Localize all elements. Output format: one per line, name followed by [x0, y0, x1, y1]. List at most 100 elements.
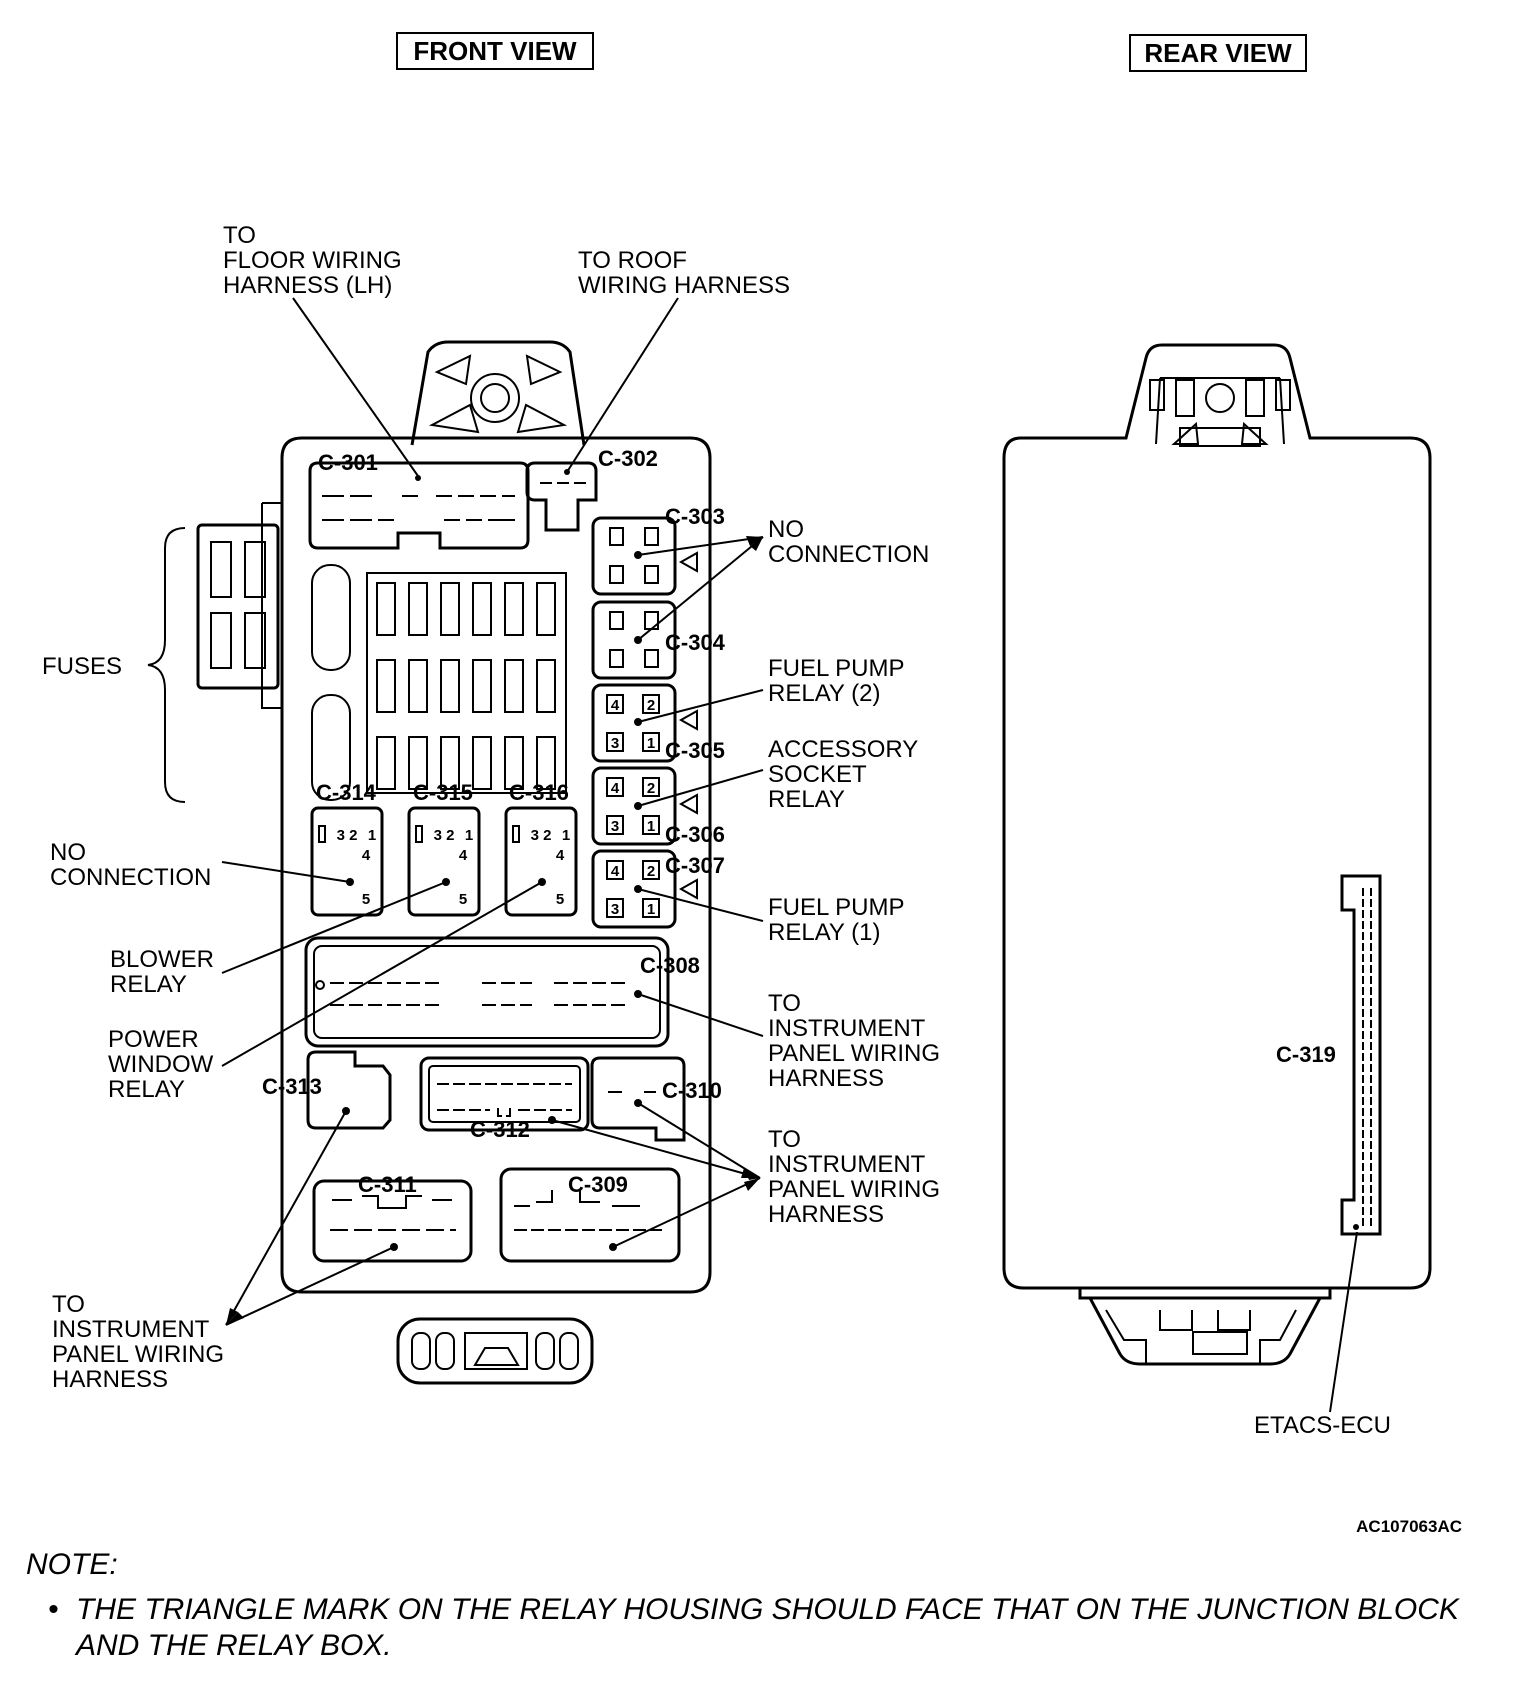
svg-text:SOCKET: SOCKET [768, 761, 867, 788]
figure-id: AC107063AC [1356, 1517, 1462, 1536]
svg-text:1: 1 [465, 827, 473, 844]
note-heading: NOTE: [26, 1548, 118, 1581]
svg-text:TO: TO [52, 1291, 85, 1318]
callout-fuel-pump-relay-1: FUEL PUMP RELAY (1) [637, 888, 904, 946]
svg-text:5: 5 [362, 891, 370, 908]
svg-text:NO: NO [768, 516, 804, 543]
svg-text:HARNESS: HARNESS [768, 1201, 884, 1228]
callout-roof-harness: TO ROOF WIRING HARNESS [566, 247, 790, 473]
svg-text:FUEL PUMP: FUEL PUMP [768, 655, 904, 682]
callout-ip-harness-upper: TO INSTRUMENT PANEL WIRING HARNESS [637, 990, 940, 1092]
c315-label: C-315 [413, 780, 473, 805]
connector-c308: C-308 [304, 936, 700, 1048]
callout-no-connection-right: NO CONNECTION [637, 516, 929, 641]
connector-c319: C-319 [1276, 874, 1382, 1236]
fuse-block [147, 502, 567, 803]
note-body: • THE TRIANGLE MARK ON THE RELAY HOUSING… [48, 1592, 1488, 1664]
svg-text:HARNESS (LH): HARNESS (LH) [223, 272, 392, 299]
svg-text:3: 3 [611, 818, 619, 835]
c314-label: C-314 [316, 780, 377, 805]
c306-label: C-306 [665, 822, 725, 847]
svg-text:RELAY: RELAY [110, 971, 187, 998]
svg-text:RELAY (1): RELAY (1) [768, 919, 881, 946]
c303-label: C-303 [665, 504, 725, 529]
connector-c311: C-311 [312, 1172, 473, 1263]
svg-text:4: 4 [362, 847, 371, 864]
svg-text:2: 2 [647, 780, 655, 797]
svg-text:4: 4 [459, 847, 468, 864]
svg-text:2: 2 [647, 697, 655, 714]
svg-text:2: 2 [647, 863, 655, 880]
svg-text:RELAY (2): RELAY (2) [768, 680, 881, 707]
rear-housing [1002, 343, 1432, 1366]
note-bullet: • [48, 1593, 59, 1626]
svg-text:3 2: 3 2 [434, 827, 455, 844]
svg-text:PANEL WIRING: PANEL WIRING [768, 1040, 940, 1067]
callout-blower-relay: BLOWER RELAY [110, 881, 447, 998]
callout-fuel-pump-relay-2: FUEL PUMP RELAY (2) [637, 655, 904, 723]
c313-label: C-313 [262, 1074, 322, 1099]
svg-text:ETACS-ECU: ETACS-ECU [1254, 1412, 1391, 1439]
c301-label: C-301 [318, 450, 378, 475]
svg-text:INSTRUMENT: INSTRUMENT [768, 1151, 926, 1178]
svg-text:FUSES: FUSES [42, 653, 122, 680]
callout-floor-harness: TO FLOOR WIRING HARNESS (LH) [223, 222, 419, 477]
svg-text:1: 1 [368, 827, 376, 844]
callout-ip-harness-middle: TO INSTRUMENT PANEL WIRING HARNESS [551, 1102, 940, 1248]
callout-ip-harness-lower: TO INSTRUMENT PANEL WIRING HARNESS [52, 1110, 395, 1393]
connector-c302: C-302 [525, 446, 658, 532]
connector-c310: C-310 [590, 1056, 722, 1142]
connector-c309: C-309 [499, 1167, 681, 1263]
connector-c304: C-304 [591, 600, 726, 680]
svg-text:4: 4 [556, 847, 565, 864]
c304-label: C-304 [665, 630, 726, 655]
svg-text:5: 5 [556, 891, 564, 908]
svg-text:INSTRUMENT: INSTRUMENT [768, 1015, 926, 1042]
svg-text:3: 3 [611, 735, 619, 752]
front-housing [280, 340, 712, 1385]
svg-text:TO: TO [768, 990, 801, 1017]
svg-text:TO: TO [768, 1126, 801, 1153]
svg-text:4: 4 [611, 697, 620, 714]
connector-c303: C-303 [591, 504, 725, 596]
svg-text:4: 4 [611, 863, 620, 880]
callout-accessory-socket-relay: ACCESSORY SOCKET RELAY [637, 736, 918, 813]
svg-text:INSTRUMENT: INSTRUMENT [52, 1316, 210, 1343]
svg-text:PANEL WIRING: PANEL WIRING [52, 1341, 224, 1368]
svg-text:RELAY: RELAY [108, 1076, 185, 1103]
connector-c314: 3 2 1 4 5 C-314 [310, 780, 384, 917]
svg-text:HARNESS: HARNESS [768, 1065, 884, 1092]
svg-text:TO: TO [223, 222, 256, 249]
callout-etacs-ecu: ETACS-ECU [1254, 1231, 1391, 1439]
connector-c312: C-312 [419, 1056, 590, 1142]
svg-text:1: 1 [562, 827, 570, 844]
c316-label: C-316 [509, 780, 569, 805]
svg-text:1: 1 [647, 901, 655, 918]
c312-label: C-312 [470, 1117, 530, 1142]
c309-label: C-309 [568, 1172, 628, 1197]
connector-c313: C-313 [262, 1050, 392, 1130]
svg-text:CONNECTION: CONNECTION [768, 541, 929, 568]
connector-c305: 4 2 3 1 C-305 [591, 683, 725, 763]
svg-text:RELAY: RELAY [768, 786, 845, 813]
connector-c316: 3 2 1 4 5 C-316 [504, 780, 578, 917]
svg-text:3 2: 3 2 [337, 827, 358, 844]
svg-text:3: 3 [611, 901, 619, 918]
svg-text:5: 5 [459, 891, 467, 908]
callout-no-connection-left: NO CONNECTION [50, 839, 351, 891]
svg-text:REAR VIEW: REAR VIEW [1144, 38, 1292, 68]
svg-text:HARNESS: HARNESS [52, 1366, 168, 1393]
connector-c301: C-301 [308, 450, 530, 550]
callout-fuses: FUSES [42, 653, 122, 680]
note-text: THE TRIANGLE MARK ON THE RELAY HOUSING S… [76, 1593, 1459, 1662]
svg-text:POWER: POWER [108, 1026, 199, 1053]
svg-text:TO ROOF: TO ROOF [578, 247, 687, 274]
c305-label: C-305 [665, 738, 725, 763]
svg-text:FUEL PUMP: FUEL PUMP [768, 894, 904, 921]
callout-power-window-relay: POWER WINDOW RELAY [108, 881, 543, 1103]
svg-text:1: 1 [647, 818, 655, 835]
svg-text:BLOWER: BLOWER [110, 946, 214, 973]
rear-view-title: REAR VIEW [1129, 34, 1307, 72]
svg-text:WIRING HARNESS: WIRING HARNESS [578, 272, 790, 299]
